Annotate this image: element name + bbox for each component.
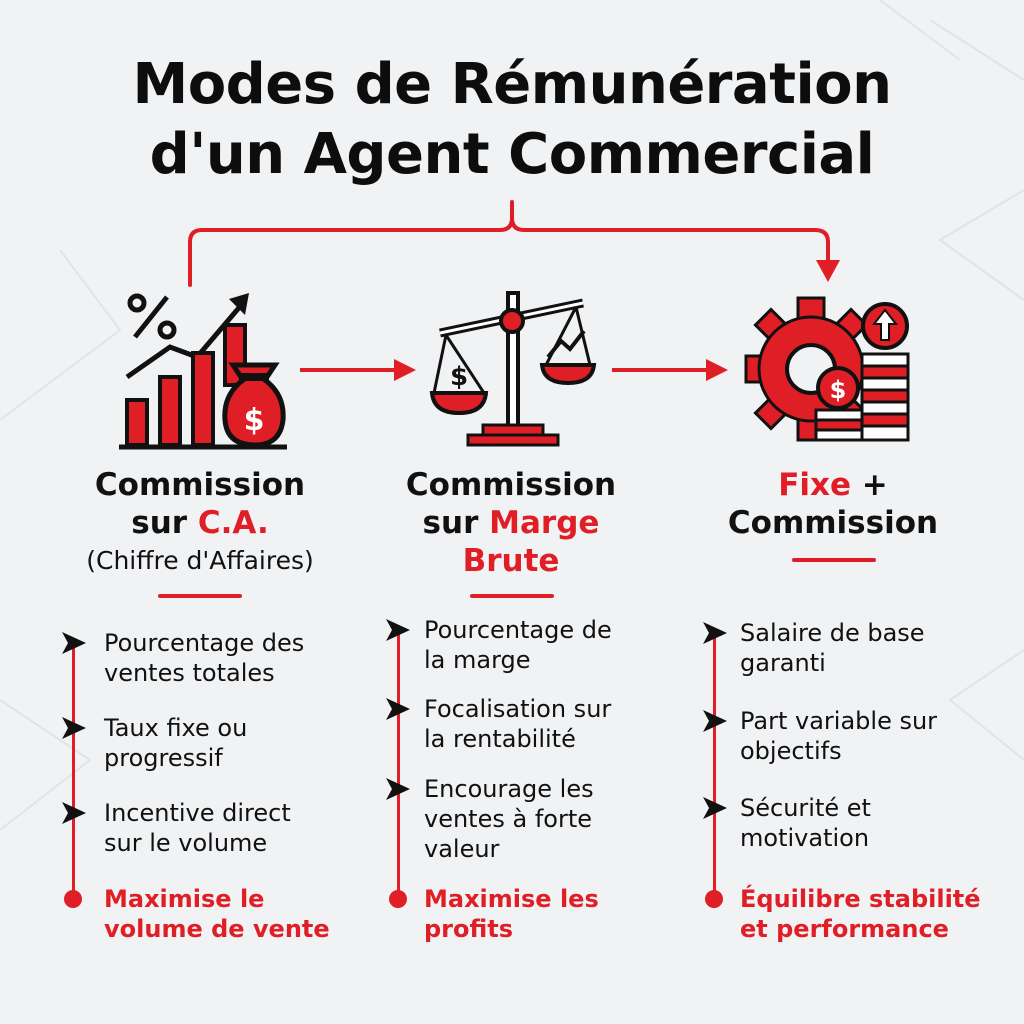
column-2-title: Commission sur Marge Brute xyxy=(350,466,672,580)
chevron-right-icon xyxy=(62,802,86,824)
column-1-subtitle: (Chiffre d'Affaires) xyxy=(86,546,314,575)
chevron-right-icon xyxy=(386,698,410,720)
chevron-right-icon xyxy=(703,622,727,644)
svg-text:$: $ xyxy=(450,362,468,392)
column-2-underline xyxy=(470,594,554,598)
column-1-underline xyxy=(158,594,242,598)
column-3-timeline xyxy=(713,636,716,898)
column-2-title-prefix: sur xyxy=(422,505,490,541)
column-1-timeline xyxy=(72,642,75,898)
title-line-2: d'un Agent Commercial xyxy=(149,122,875,187)
column-3-title-highlight: Fixe xyxy=(778,467,852,503)
chevron-right-icon xyxy=(62,717,86,739)
rising-bar-chart-money-bag-icon: $ xyxy=(119,293,287,450)
column-3-title-line2: Commission xyxy=(727,505,939,541)
timeline-dot xyxy=(64,890,82,908)
column-1-title-prefix: sur xyxy=(131,505,198,541)
column-3-underline xyxy=(792,558,876,562)
page-title: Modes de Rémunération d'un Agent Commerc… xyxy=(0,50,1024,190)
column-2-title-highlight: Marge xyxy=(489,505,600,541)
svg-text:$: $ xyxy=(830,376,847,404)
chevron-right-icon xyxy=(62,632,86,654)
column-3-title: Fixe + Commission xyxy=(672,466,994,542)
svg-text:$: $ xyxy=(244,403,265,438)
column-1-title-highlight: C.A. xyxy=(197,505,269,541)
column-1-title-line1: Commission xyxy=(94,467,306,503)
timeline-dot xyxy=(705,890,723,908)
chevron-right-icon xyxy=(386,778,410,800)
arrow-right-icon xyxy=(612,359,728,381)
balance-scale-icon: $ xyxy=(429,291,597,447)
column-3-title-suffix: + xyxy=(851,467,888,503)
chevron-right-icon xyxy=(703,797,727,819)
chevron-right-icon xyxy=(386,619,410,641)
title-line-1: Modes de Rémunération xyxy=(132,52,892,117)
arrow-right-icon xyxy=(300,359,416,381)
title-bracket-connector xyxy=(188,200,840,287)
column-2-title-line3: Brute xyxy=(462,543,560,579)
gear-coins-icon: $ xyxy=(744,296,910,442)
column-1-title: Commission sur C.A. (Chiffre d'Affaires) xyxy=(40,466,360,580)
timeline-dot xyxy=(389,890,407,908)
column-2-timeline xyxy=(397,632,400,898)
chevron-right-icon xyxy=(703,710,727,732)
column-2-title-line1: Commission xyxy=(405,467,617,503)
